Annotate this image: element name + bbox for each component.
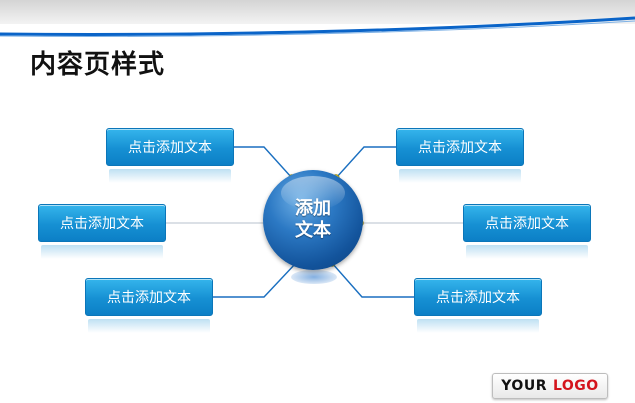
center-hub-line2: 文本 <box>295 220 331 241</box>
logo-word-logo: LOGO <box>552 378 599 394</box>
node-bottom-left[interactable]: 点击添加文本 <box>85 278 213 333</box>
connector-top-right <box>335 146 396 179</box>
node-top-left[interactable]: 点击添加文本 <box>106 128 234 183</box>
center-hub[interactable]: 添加 文本 <box>263 170 363 270</box>
logo: YOUR LOGO <box>492 373 608 399</box>
header-band <box>0 0 635 24</box>
center-hub-line1: 添加 <box>295 198 331 219</box>
header-swoosh <box>0 16 635 37</box>
center-hub-gloss <box>281 176 345 210</box>
node-middle-right[interactable]: 点击添加文本 <box>463 204 591 259</box>
node-middle-left[interactable]: 点击添加文本 <box>38 204 166 259</box>
connector-top-left <box>232 146 293 179</box>
logo-word-your: YOUR <box>501 378 547 394</box>
page-title: 内容页样式 <box>30 50 166 80</box>
center-hub-shadow <box>291 270 337 284</box>
node-top-right[interactable]: 点击添加文本 <box>396 128 524 183</box>
center-hub-group: 添加 文本 <box>263 170 365 288</box>
node-bottom-right[interactable]: 点击添加文本 <box>414 278 542 333</box>
connector-bottom-right <box>331 262 414 298</box>
connector-bottom-left <box>212 262 297 298</box>
